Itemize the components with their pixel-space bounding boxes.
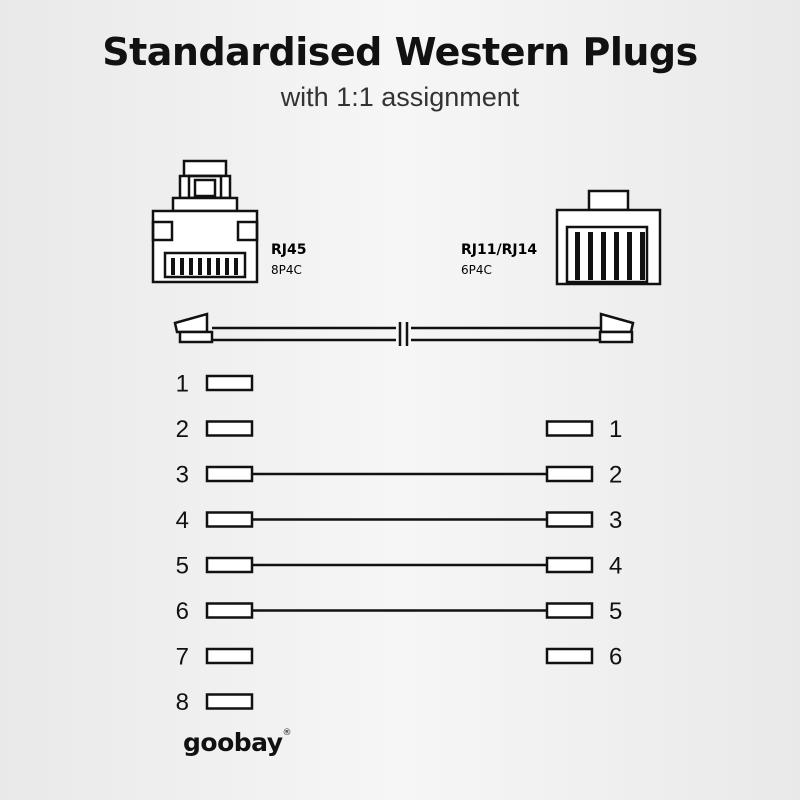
rj11-pin-5 — [545, 602, 594, 619]
right-plug-name: RJ11/RJ14 — [461, 242, 537, 258]
rj11-pin-3 — [545, 511, 594, 528]
rj11-pin-label-6: 6 — [609, 644, 622, 671]
rj45-pin-label-2: 2 — [176, 416, 189, 443]
left-plug-name: RJ45 — [271, 242, 306, 258]
rj45-pin-label-4: 4 — [176, 507, 189, 534]
rj45-pin-label-1: 1 — [176, 371, 189, 398]
goobay-logo: goobay® — [183, 728, 292, 757]
logo-text: goobay — [183, 728, 283, 757]
rj11-pin-2 — [545, 465, 594, 483]
rj45-pin-5 — [205, 556, 254, 574]
rj11-pin-label-4: 4 — [609, 553, 622, 580]
rj45-pin-1 — [205, 374, 254, 392]
rj11-pin-1 — [545, 420, 594, 437]
registered-mark: ® — [282, 728, 292, 738]
rj45-pin-label-5: 5 — [176, 553, 189, 580]
wire-connections — [252, 472, 547, 612]
rj45-pin-label-8: 8 — [176, 689, 189, 716]
diagram-subtitle: with 1:1 assignment — [280, 82, 520, 112]
left-plug-type: 8P4C — [271, 263, 302, 277]
right-plug-type: 6P4C — [461, 263, 492, 277]
rj45-pin-3 — [205, 465, 254, 483]
rj45-pin-2 — [205, 420, 254, 437]
rj11-pin-label-2: 2 — [609, 462, 622, 489]
rj45-pin-label-3: 3 — [176, 462, 189, 489]
rj11-pin-4 — [545, 556, 594, 574]
rj45-pin-7 — [205, 647, 254, 665]
rj45-pin-8 — [205, 693, 254, 710]
rj45-pin-label-6: 6 — [176, 598, 189, 625]
rj11-pin-label-5: 5 — [609, 598, 622, 625]
rj45-pin-6 — [205, 602, 254, 619]
rj45-pin-label-7: 7 — [176, 644, 189, 671]
rj11-pin-column: 1 2 3 4 5 6 — [545, 416, 622, 671]
rj11-pin-label-3: 3 — [609, 507, 622, 534]
rj11-pin-6 — [545, 647, 594, 665]
rj11-plug-icon — [555, 189, 662, 286]
rj45-plug-icon — [151, 159, 259, 284]
rj11-pin-label-1: 1 — [609, 416, 622, 443]
rj45-pin-column: 1 2 3 4 5 6 7 8 — [176, 371, 254, 716]
diagram-title: Standardised Western Plugs — [102, 30, 698, 74]
cable-side-view-icon — [173, 312, 635, 346]
rj45-pin-4 — [205, 511, 254, 528]
